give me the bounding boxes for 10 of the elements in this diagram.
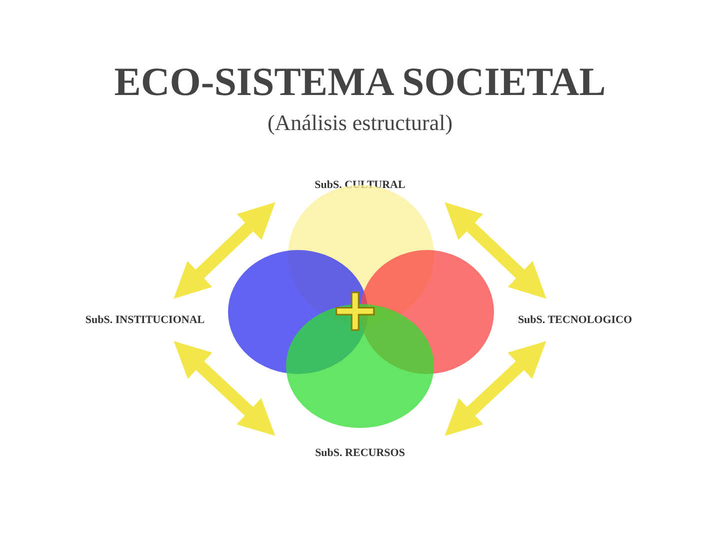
caption: (Análisis estructural) <box>266 110 454 136</box>
subsystem-label: SubS. RECURSOS <box>290 444 430 462</box>
double-arrow <box>174 341 276 436</box>
double-arrow <box>444 341 546 436</box>
subsystem-label: SubS. CULTURAL <box>290 176 430 194</box>
subsystem-label: SubS. TECNOLOGICO <box>500 311 650 329</box>
subsystem-label: SubS. INSTITUCIONAL <box>70 311 220 329</box>
double-arrow <box>444 202 546 299</box>
double-arrow <box>174 202 276 299</box>
title: ECO-SISTEMA SOCIETAL <box>113 58 607 105</box>
